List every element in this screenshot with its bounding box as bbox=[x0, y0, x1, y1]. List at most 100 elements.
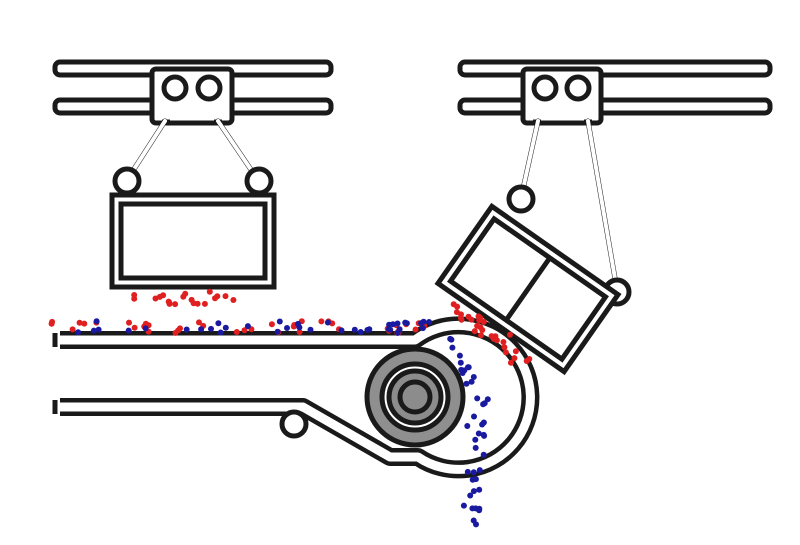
particle bbox=[501, 344, 508, 351]
particle bbox=[268, 321, 275, 328]
particle bbox=[81, 320, 88, 327]
particle bbox=[511, 355, 518, 362]
particle bbox=[459, 370, 466, 376]
particle bbox=[470, 469, 477, 476]
particle bbox=[464, 468, 471, 475]
particle bbox=[426, 319, 433, 325]
particle bbox=[284, 325, 290, 331]
particle bbox=[470, 517, 477, 524]
particle bbox=[412, 326, 419, 333]
particle bbox=[468, 378, 475, 385]
particle bbox=[476, 486, 483, 493]
particle bbox=[484, 396, 491, 403]
particle bbox=[208, 325, 214, 332]
particle bbox=[318, 318, 325, 325]
particle bbox=[449, 344, 456, 351]
particle bbox=[131, 295, 138, 302]
particle bbox=[364, 327, 371, 333]
particle bbox=[481, 432, 488, 439]
particle bbox=[477, 324, 484, 331]
particle bbox=[465, 313, 472, 320]
particle bbox=[75, 329, 82, 336]
particle bbox=[500, 339, 507, 345]
trolley-left bbox=[149, 66, 235, 126]
particle bbox=[480, 318, 487, 325]
particle bbox=[241, 327, 248, 334]
particle bbox=[244, 323, 251, 330]
particle bbox=[201, 300, 208, 307]
particle bbox=[126, 319, 132, 326]
particle bbox=[338, 327, 345, 334]
particle bbox=[458, 311, 464, 318]
particle bbox=[476, 467, 483, 474]
particle bbox=[131, 324, 138, 331]
particle bbox=[357, 329, 364, 335]
particle bbox=[183, 326, 190, 333]
particle bbox=[478, 332, 484, 339]
particle bbox=[512, 348, 519, 355]
particle bbox=[215, 320, 222, 327]
particle bbox=[476, 507, 483, 514]
particle bbox=[166, 300, 173, 307]
particle bbox=[474, 395, 481, 402]
particle bbox=[480, 401, 487, 408]
particle bbox=[142, 325, 149, 332]
particle bbox=[196, 319, 202, 326]
particle bbox=[448, 336, 455, 343]
particle bbox=[523, 358, 530, 364]
particle bbox=[472, 476, 479, 483]
particle bbox=[180, 293, 187, 300]
particle bbox=[76, 319, 83, 326]
particle bbox=[222, 293, 229, 300]
particle bbox=[387, 326, 394, 333]
particle bbox=[230, 297, 237, 303]
particle bbox=[172, 329, 179, 336]
particle bbox=[507, 359, 514, 366]
particle bbox=[480, 451, 487, 458]
particle bbox=[90, 327, 97, 334]
particle bbox=[190, 300, 197, 307]
particle-stream-blue bbox=[75, 318, 491, 528]
particle bbox=[480, 419, 487, 426]
particle bbox=[125, 327, 132, 334]
particle bbox=[456, 352, 463, 359]
particle bbox=[212, 295, 218, 302]
particle bbox=[233, 329, 240, 335]
trolley-right bbox=[520, 66, 604, 126]
particle bbox=[295, 320, 301, 327]
particle bbox=[172, 301, 179, 308]
particle bbox=[472, 444, 479, 451]
particle bbox=[470, 488, 477, 495]
particle bbox=[464, 423, 471, 429]
conveyor-belt bbox=[52, 316, 540, 479]
head-pulley bbox=[364, 346, 466, 448]
particle bbox=[502, 349, 509, 356]
particle bbox=[217, 329, 224, 336]
particle bbox=[470, 374, 477, 380]
particle bbox=[48, 320, 55, 327]
particle bbox=[222, 324, 229, 331]
particle bbox=[93, 318, 100, 325]
particle bbox=[467, 492, 474, 499]
particle bbox=[507, 331, 513, 338]
particle bbox=[457, 359, 464, 366]
particle bbox=[477, 314, 484, 321]
particle bbox=[142, 320, 149, 327]
particle bbox=[396, 326, 403, 333]
particle bbox=[296, 329, 303, 335]
overhead-rail-right bbox=[457, 59, 773, 116]
particle bbox=[307, 326, 314, 333]
tilted-bucket-right bbox=[434, 118, 632, 376]
particle bbox=[403, 320, 410, 327]
particle bbox=[475, 430, 482, 437]
particle bbox=[324, 319, 331, 326]
particle bbox=[463, 380, 470, 387]
particle bbox=[420, 318, 427, 325]
particle bbox=[471, 328, 478, 335]
particle bbox=[69, 326, 76, 333]
particle bbox=[471, 413, 477, 420]
particle bbox=[419, 325, 426, 332]
particle bbox=[490, 335, 497, 342]
particle bbox=[460, 502, 467, 509]
